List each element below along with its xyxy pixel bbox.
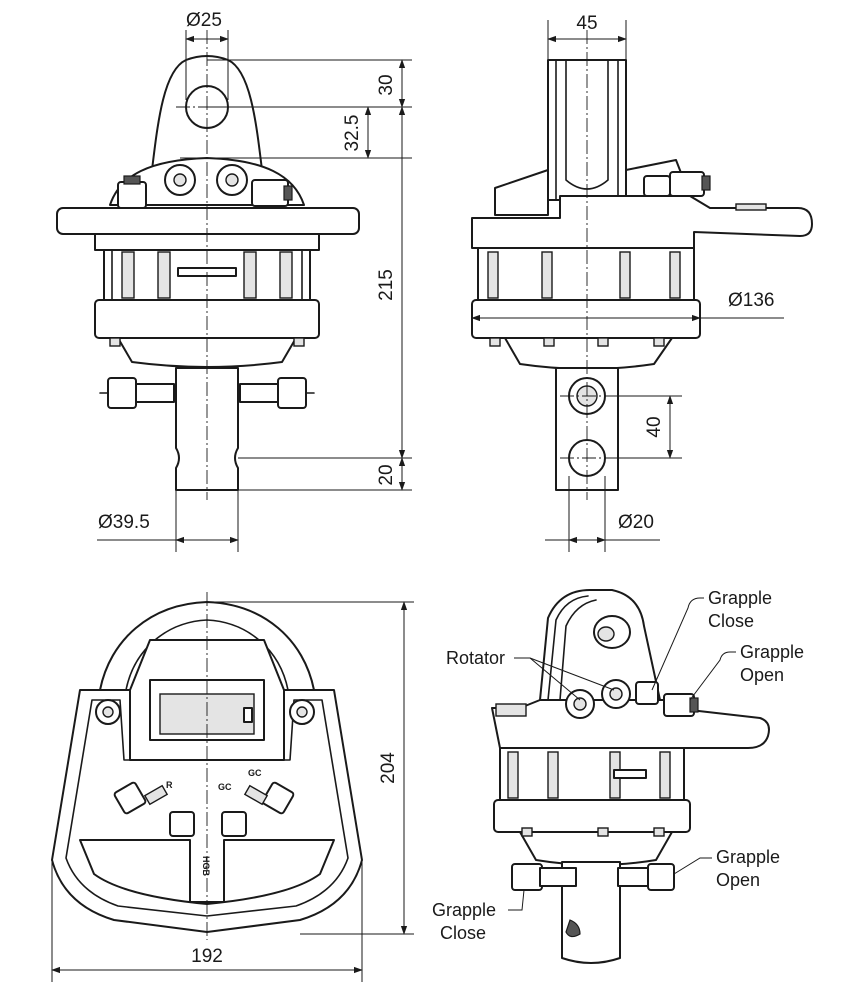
dim-base-width: 192 (191, 946, 223, 967)
front-view (56, 30, 360, 500)
side-view-dimensions: 45 Ø136 40 Ø20 (471, 13, 784, 552)
label-grapple-close-bottom-2: Close (440, 923, 486, 943)
label-grapple-open-top-2: Open (740, 665, 784, 685)
dim-eye-width: 45 (576, 13, 597, 34)
dim-pin-spacing: 40 (644, 416, 665, 437)
label-grapple-close-top-2: Close (708, 611, 754, 631)
port-mark-r: R (166, 780, 173, 790)
label-grapple-open-bottom-1: Grapple (716, 847, 780, 867)
callouts: Grapple Close Rotator Grapple Open Grapp… (432, 588, 804, 943)
dim-overall-height: 215 (376, 269, 397, 301)
dim-shaft-diameter: Ø39.5 (98, 512, 150, 533)
dim-eye-center-offset: 32.5 (342, 115, 363, 152)
dim-bottom-offset: 20 (376, 464, 397, 485)
dim-eye-diameter: Ø25 (186, 10, 222, 31)
dim-base-height: 204 (378, 752, 399, 784)
side-view (471, 30, 813, 500)
dim-flange-diameter: Ø136 (728, 290, 774, 311)
port-mark-gc-2: GC (248, 768, 262, 778)
label-grapple-open-bottom-2: Open (716, 870, 760, 890)
label-grapple-close-top-1: Grapple (708, 588, 772, 608)
label-grapple-open-top-1: Grapple (740, 642, 804, 662)
port-fittings-top (113, 781, 295, 837)
label-rotator: Rotator (446, 648, 505, 668)
top-view-dimensions: 204 192 (51, 601, 414, 982)
isometric-view (491, 589, 770, 964)
dim-pin-diameter: Ø20 (618, 512, 654, 533)
front-view-dimensions: Ø25 30 32.5 215 20 Ø39.5 (97, 10, 412, 552)
dim-top-offset: 30 (376, 74, 397, 95)
port-mark-gc-1: GC (218, 782, 232, 792)
hydraulic-fittings-front (117, 164, 293, 209)
brand-mark: HGB (201, 856, 211, 877)
side-fittings-front (99, 377, 315, 409)
top-view: R GC GC HGB (51, 592, 363, 940)
label-grapple-close-bottom-1: Grapple (432, 900, 496, 920)
